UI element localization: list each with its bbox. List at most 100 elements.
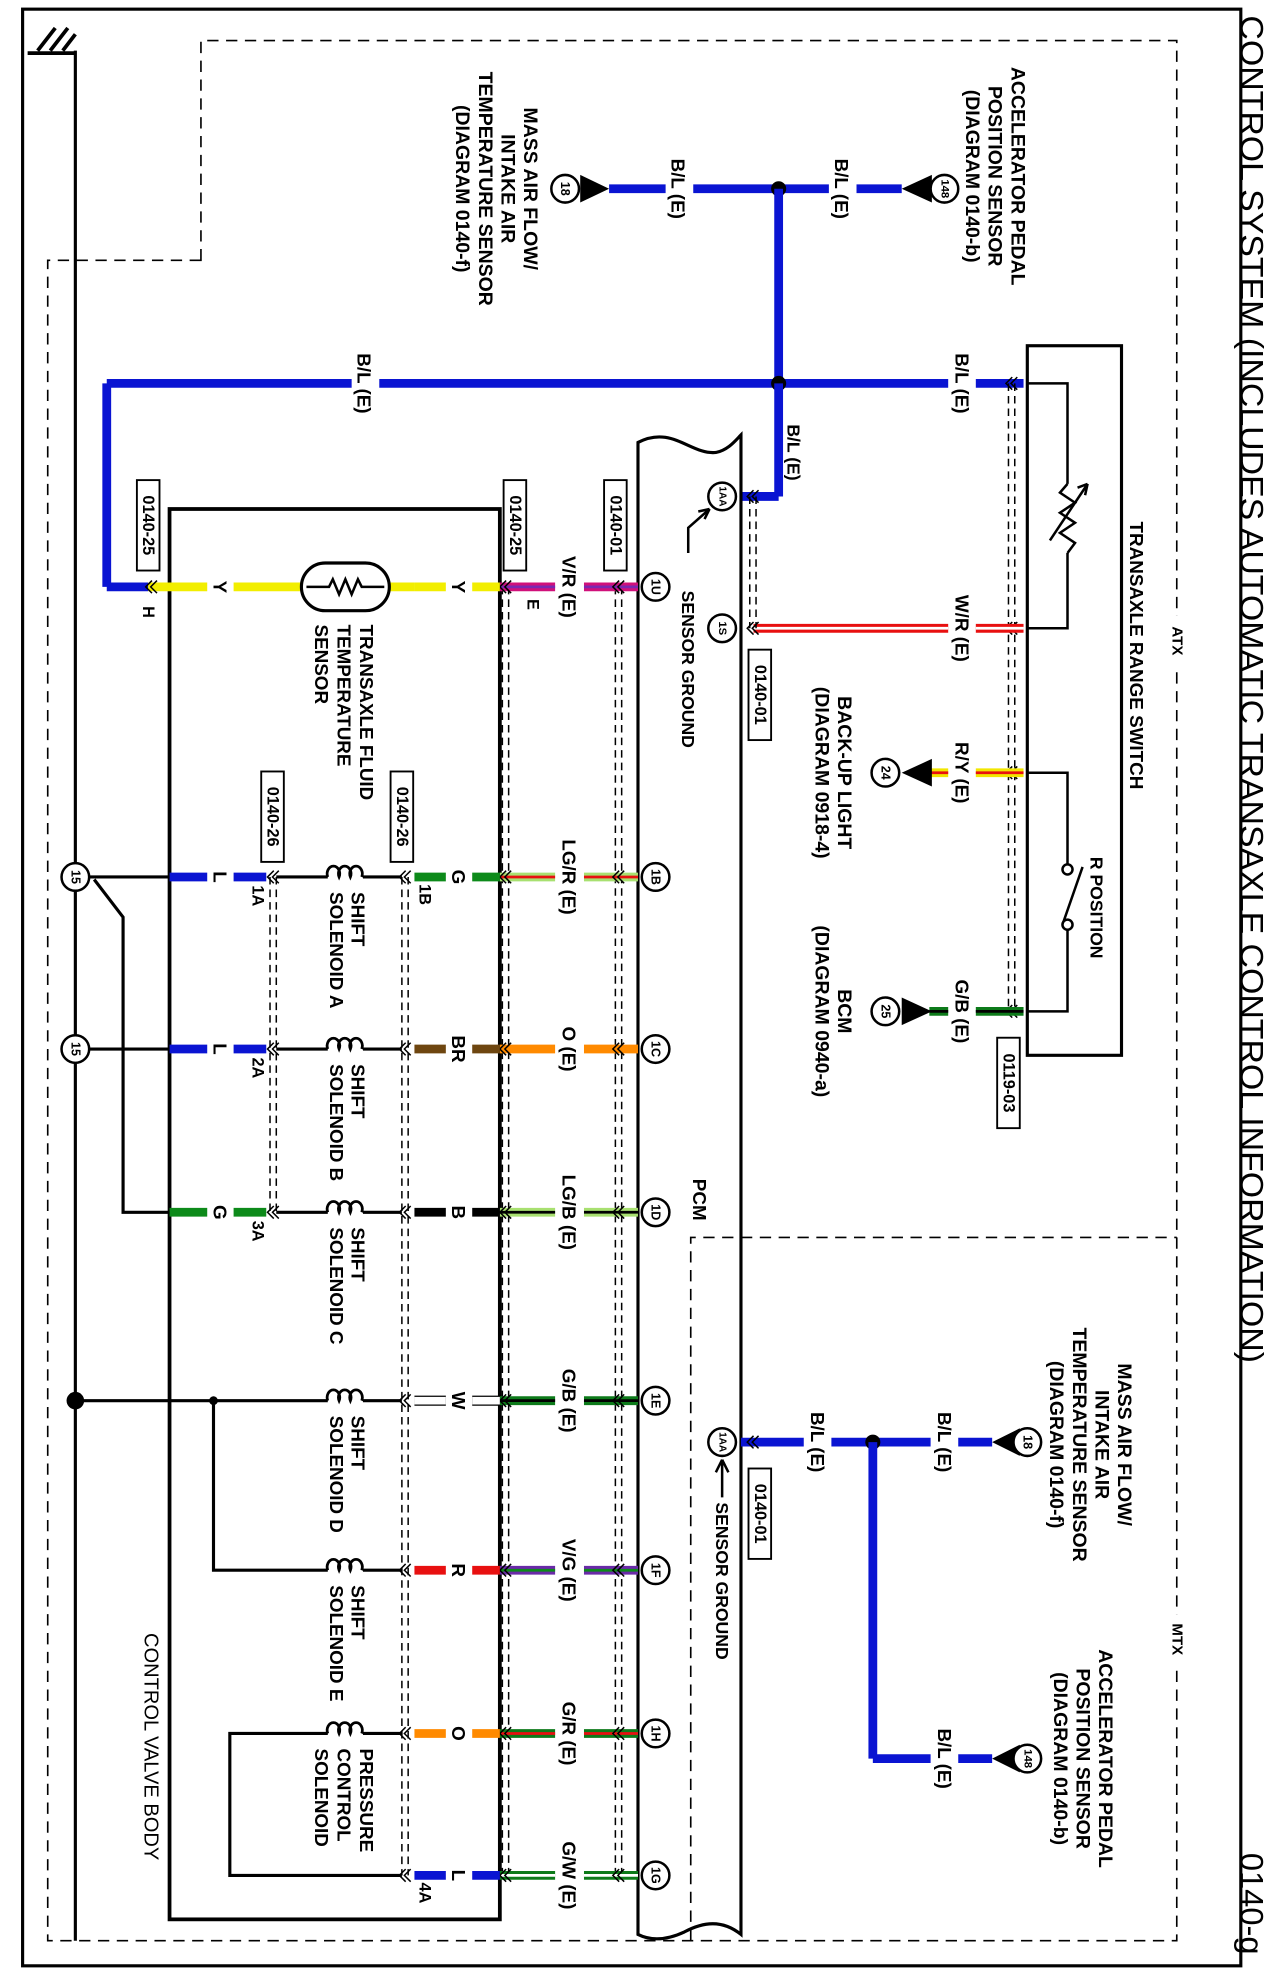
variable-resistor-arrow-icon: [1048, 482, 1089, 542]
connector-chevron-icon: [746, 489, 760, 504]
connector-pin-label: 1B: [415, 884, 433, 905]
backup-light-arrow-icon: [901, 758, 932, 787]
outer-wire-label: L: [209, 871, 230, 883]
pcm-pin-label: 1B: [649, 869, 663, 885]
wire: [211, 1400, 328, 1572]
app-connector-arrow-icon: [901, 174, 932, 203]
pcm-pin-label: 1C: [649, 1041, 663, 1057]
wire-label: G/B (E): [952, 979, 973, 1043]
wire-label: B/L (E): [934, 1728, 955, 1788]
solenoid-label-line: SOLENOID A: [326, 892, 347, 1009]
range-switch-circuit: [1027, 382, 1069, 630]
connector-tag-box: [747, 1467, 773, 1560]
connector-tag: 0140-26: [264, 787, 282, 847]
connector-pin-label: 1A: [248, 885, 266, 906]
connector-chevron-icon: [746, 1435, 760, 1449]
maf-pin-label: 18: [558, 182, 572, 196]
inner-wire-label: O: [448, 1726, 469, 1741]
solenoid-label-line: CONTROL: [334, 1749, 355, 1842]
pcm-pin-circle: [640, 1385, 671, 1416]
harness-wire-label: V/R (E): [558, 556, 579, 618]
inner-wire-label: G: [448, 870, 469, 885]
connector-tag-box: [135, 479, 161, 572]
pcm-pin-label: 1F: [649, 1563, 663, 1578]
connector-tag-box: [603, 479, 628, 572]
fluid-temp-sensor-label-line: TRANSAXLE FLUID: [356, 625, 377, 801]
maf-connector-arrow-icon: [580, 174, 610, 203]
pcm-pin-circle: [640, 1718, 671, 1749]
connector-tag-box: [260, 770, 285, 863]
wire-label: R/Y (E): [952, 742, 973, 803]
connector-arrow-icon: [992, 1428, 1020, 1456]
solenoid-label-line: SHIFT: [347, 1416, 368, 1471]
r-position-switch-circuit: [1027, 771, 1084, 1013]
mtx-maf-label-line: (DIAGRAM 0140-f): [1045, 1361, 1067, 1529]
harness-wire-label: G/R (E): [558, 1702, 579, 1766]
sensor-ground-arrow-icon: [686, 507, 711, 553]
harness-wire-label: V/G (E): [558, 1539, 579, 1602]
pcm-pin-circle: [640, 1860, 671, 1891]
solenoid-label-line: SHIFT: [347, 1585, 368, 1640]
harness-wire-label: O (E): [558, 1027, 579, 1072]
page-border: [21, 7, 1243, 1968]
solenoid-label-line: SOLENOID E: [326, 1585, 347, 1701]
wire-label: B/L (E): [934, 1412, 955, 1472]
pcm-pin-label: 1E: [649, 1393, 663, 1408]
connector-chevron-icon: [611, 1563, 625, 1578]
pcm-pin-circle: [640, 1555, 671, 1586]
connector-tag: 0140-01: [751, 665, 769, 725]
inner-wire-label: Y: [448, 581, 469, 594]
backup-light-pin-label: 24: [878, 766, 892, 780]
connector-tag: 0119-03: [999, 1053, 1017, 1112]
connector-chevron-icon: [266, 870, 280, 884]
wire-label: B/L (E): [807, 1412, 828, 1472]
mtx-app-label-line: ACCELERATOR PEDAL: [1094, 1649, 1116, 1868]
harness-wire-label: G/B (E): [558, 1369, 579, 1433]
solenoid-coil-icon: [325, 864, 364, 881]
page-id: 0140-g: [1234, 1853, 1271, 1955]
sensor-ground-arrow-icon: [714, 1459, 730, 1498]
backup-light-label-line: (DIAGRAM 0918-4): [810, 687, 832, 859]
pcm-label: PCM: [689, 1179, 710, 1221]
wire-label: W/R (E): [952, 595, 973, 662]
atx-label: ATX: [1168, 626, 1185, 655]
solenoid-label-line: SOLENOID C: [326, 1227, 347, 1345]
maf-sensor-label-line: (DIAGRAM 0140-f): [451, 105, 473, 273]
outer-wire-label: G: [209, 1205, 230, 1220]
zone-label-bg: [1165, 615, 1189, 666]
fluid-temp-sensor-icon: [299, 561, 391, 613]
connector-chevron-icon: [1004, 376, 1018, 391]
outer-wire-label: L: [209, 1043, 230, 1055]
connector-tag: 0140-25: [139, 495, 157, 555]
pcm-pin-label: 1D: [649, 1204, 663, 1220]
thermistor-icon: [306, 576, 385, 598]
mtx-maf-pin-circle: [1012, 1427, 1043, 1458]
pcm-pin-1s-circle: [707, 613, 738, 644]
mtx-app-label-line: (DIAGRAM 0140-b): [1049, 1672, 1071, 1845]
transaxle-range-switch-box: [1025, 344, 1124, 1057]
pcm-pin-1aa-label: 1AA: [717, 486, 728, 506]
pcm-pin-1aa-mtx-circle: [707, 1427, 738, 1458]
inner-wire-label: L: [448, 1870, 469, 1882]
app-sensor-label-line: ACCELERATOR PEDAL: [1006, 67, 1028, 286]
pcm-pin-1aa-mtx-label: 1AA: [717, 1432, 728, 1452]
control-valve-body-label: CONTROL VALVE BODY: [140, 1633, 162, 1860]
wire: [228, 1731, 402, 1877]
pcm-pin-label: 1H: [649, 1725, 663, 1741]
solenoid-coil-icon: [325, 1558, 364, 1574]
app-pin-circle: [929, 173, 960, 204]
connector-tag-box: [996, 1036, 1021, 1130]
connector-chevron-icon: [611, 1726, 625, 1741]
page-title: CONTROL SYSTEM (INCLUDES AUTOMATIC TRANS…: [1234, 15, 1271, 1363]
solenoid-label-line: SOLENOID: [311, 1749, 332, 1847]
solenoid-coil-icon: [325, 1036, 364, 1053]
app-pin-label: 148: [938, 179, 950, 198]
wire-label: Y: [209, 581, 230, 594]
connector-pin-label: 2A: [248, 1057, 266, 1078]
connector-chevron-icon: [611, 1393, 625, 1408]
maf-sensor-label-line: TEMPERATURE SENSOR: [474, 72, 496, 306]
harness-wire-label: LG/B (E): [558, 1175, 579, 1250]
solenoid-coil-icon: [325, 1200, 364, 1216]
inner-wire-label: B: [448, 1205, 469, 1219]
bcm-pin-label: 25: [878, 1004, 892, 1018]
